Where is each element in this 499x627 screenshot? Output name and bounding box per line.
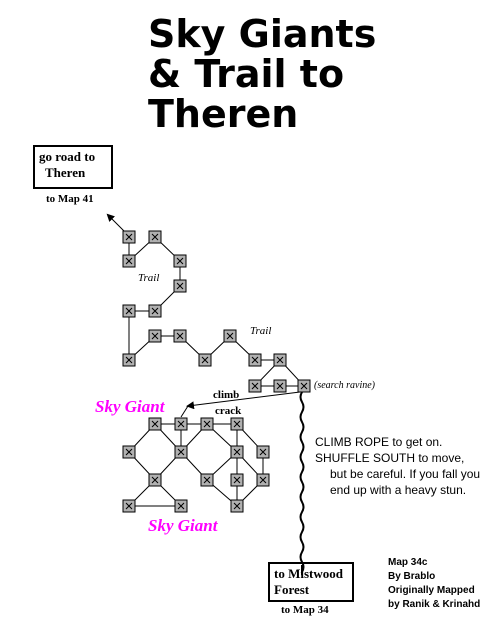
map-title-line3: Theren xyxy=(148,92,299,136)
room[interactable] xyxy=(122,353,136,367)
map-ref-34[interactable]: to Map 34 xyxy=(281,604,329,616)
trail-label-2: Trail xyxy=(250,325,272,337)
room-search-ravine[interactable] xyxy=(297,379,311,393)
room[interactable] xyxy=(173,254,187,268)
room[interactable] xyxy=(230,473,244,487)
climb-crack-arrow xyxy=(186,391,301,410)
rope-note-line2: SHUFFLE SOUTH to move, xyxy=(315,451,465,465)
exit-box-theren-line1: go road to xyxy=(39,149,96,164)
room[interactable] xyxy=(122,254,136,268)
climb-rope[interactable] xyxy=(299,391,305,576)
room[interactable] xyxy=(200,473,214,487)
map-title-line2: & Trail to xyxy=(148,52,345,96)
exit-box-theren-line2: Theren xyxy=(45,165,86,180)
credits-line3: Originally Mapped xyxy=(388,585,475,596)
room[interactable] xyxy=(173,329,187,343)
room[interactable] xyxy=(198,353,212,367)
trail-label-1: Trail xyxy=(138,272,160,284)
room[interactable] xyxy=(256,445,270,459)
room[interactable] xyxy=(230,417,244,431)
path-arrow-north xyxy=(106,213,125,232)
exit-box-mistwood-line2: Forest xyxy=(274,582,310,597)
room[interactable] xyxy=(173,279,187,293)
map-title-line1: Sky Giants xyxy=(148,12,377,56)
room[interactable] xyxy=(174,417,188,431)
room[interactable] xyxy=(248,353,262,367)
climb-crack-link xyxy=(180,405,189,418)
room[interactable] xyxy=(174,445,188,459)
room[interactable] xyxy=(122,499,136,513)
rope-note: CLIMB ROPE to get on. SHUFFLE SOUTH to m… xyxy=(315,434,480,498)
rope-note-line4: end up with a heavy stun. xyxy=(330,483,467,497)
credits-line2: By Brablo xyxy=(388,571,436,582)
room[interactable] xyxy=(122,445,136,459)
room[interactable] xyxy=(148,417,162,431)
giant-area-connections xyxy=(128,423,264,507)
map-ref-41[interactable]: to Map 41 xyxy=(46,193,94,205)
room[interactable] xyxy=(230,499,244,513)
room[interactable] xyxy=(230,445,244,459)
room[interactable] xyxy=(122,304,136,318)
credits-line1: Map 34c xyxy=(388,557,428,568)
room[interactable] xyxy=(273,353,287,367)
rooms xyxy=(122,230,311,513)
room[interactable] xyxy=(148,329,162,343)
room[interactable] xyxy=(200,417,214,431)
sky-giant-label-bottom: Sky Giant xyxy=(148,516,218,535)
room[interactable] xyxy=(273,379,287,393)
exit-box-mistwood-line1: to Mistwood xyxy=(274,566,343,581)
search-ravine-label: (search ravine) xyxy=(314,380,375,391)
room[interactable] xyxy=(148,304,162,318)
map-credits: Map 34c By Brablo Originally Mapped by R… xyxy=(388,556,480,612)
sky-giant-label-top: Sky Giant xyxy=(95,397,165,416)
exit-box-mistwood[interactable]: to Mistwood Forest xyxy=(268,562,354,602)
rope-note-line3: but be careful. If you fall you xyxy=(330,467,481,481)
room[interactable] xyxy=(148,473,162,487)
rope-note-line1: CLIMB ROPE to get on. xyxy=(315,435,443,449)
room[interactable] xyxy=(248,379,262,393)
crack-label: crack xyxy=(215,405,242,417)
exit-box-theren[interactable]: go road to Theren xyxy=(33,145,113,189)
credits-line4: by Ranik & Krinahd xyxy=(388,599,481,610)
room[interactable] xyxy=(174,499,188,513)
room[interactable] xyxy=(148,230,162,244)
room[interactable] xyxy=(223,329,237,343)
room[interactable] xyxy=(122,230,136,244)
room[interactable] xyxy=(256,473,270,487)
climb-label: climb xyxy=(213,389,240,401)
